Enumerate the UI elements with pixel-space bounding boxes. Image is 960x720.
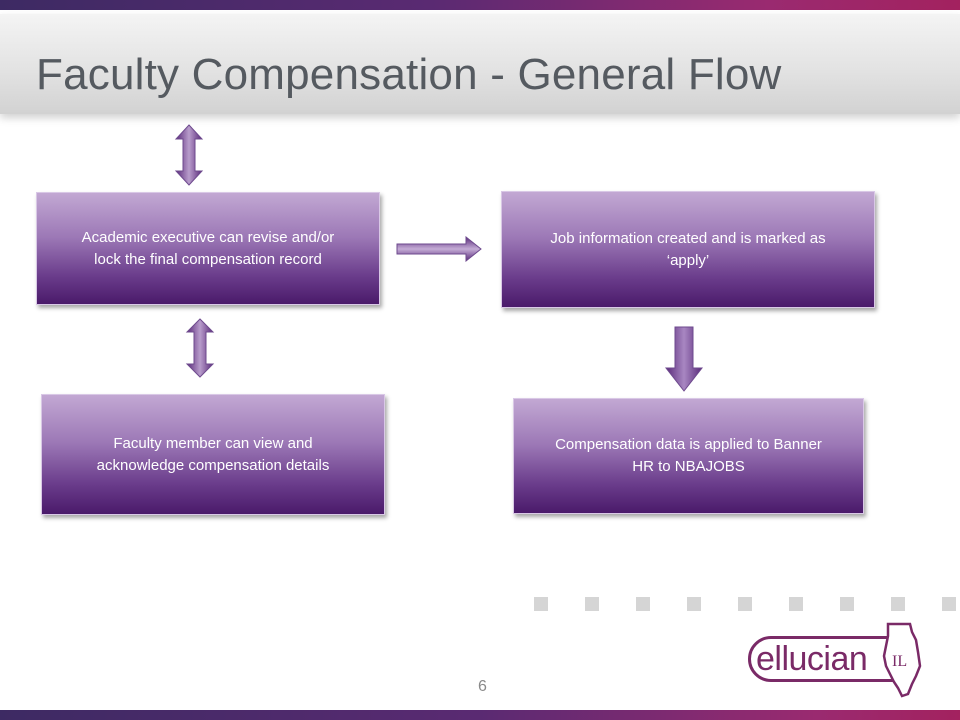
top-accent-bar bbox=[0, 0, 960, 10]
down-arrow bbox=[664, 326, 704, 392]
decorative-square bbox=[789, 597, 803, 611]
node-faculty-member-text: Faculty member can view and acknowledge … bbox=[97, 433, 330, 477]
title-band: Faculty Compensation - General Flow bbox=[0, 14, 960, 114]
bidirectional-arrow-top bbox=[174, 124, 204, 186]
decorative-square bbox=[738, 597, 752, 611]
node-faculty-member: Faculty member can view and acknowledge … bbox=[41, 394, 385, 515]
node-text-line: lock the final compensation record bbox=[94, 250, 322, 268]
node-academic-executive: Academic executive can revise and/or loc… bbox=[36, 192, 380, 305]
bidirectional-arrow-middle bbox=[185, 318, 215, 378]
right-arrow bbox=[396, 236, 482, 262]
node-text-line: Job information created and is marked as bbox=[550, 229, 826, 247]
node-job-information-text: Job information created and is marked as… bbox=[550, 228, 825, 272]
node-academic-executive-text: Academic executive can revise and/or loc… bbox=[82, 227, 335, 271]
node-text-line: Academic executive can revise and/or bbox=[81, 228, 335, 246]
decorative-square bbox=[585, 597, 599, 611]
node-job-information: Job information created and is marked as… bbox=[501, 191, 875, 308]
decorative-square bbox=[840, 597, 854, 611]
decorative-square bbox=[942, 597, 956, 611]
node-text-line: Compensation data is applied to Banner bbox=[555, 436, 822, 453]
node-text-line: Faculty member can view and bbox=[113, 434, 313, 452]
node-text-line: HR to NBAJOBS bbox=[632, 458, 745, 475]
logo-wordmark: ellucian bbox=[756, 640, 868, 678]
bottom-accent-bar bbox=[0, 710, 960, 720]
node-compensation-data: Compensation data is applied to Banner H… bbox=[513, 398, 864, 514]
node-text-line: ‘apply’ bbox=[666, 251, 710, 269]
slide-title: Faculty Compensation - General Flow bbox=[36, 50, 782, 99]
illinois-state-icon: IL bbox=[882, 622, 922, 698]
ellucian-logo: ellucian IL bbox=[748, 622, 924, 698]
page-number: 6 bbox=[478, 678, 487, 695]
logo-badge-text: IL bbox=[892, 653, 907, 670]
node-compensation-data-text: Compensation data is applied to Banner H… bbox=[555, 434, 822, 478]
decorative-square bbox=[687, 597, 701, 611]
decorative-square bbox=[891, 597, 905, 611]
node-text-line: acknowledge compensation details bbox=[96, 456, 330, 474]
decorative-square bbox=[534, 597, 548, 611]
decorative-square bbox=[636, 597, 650, 611]
